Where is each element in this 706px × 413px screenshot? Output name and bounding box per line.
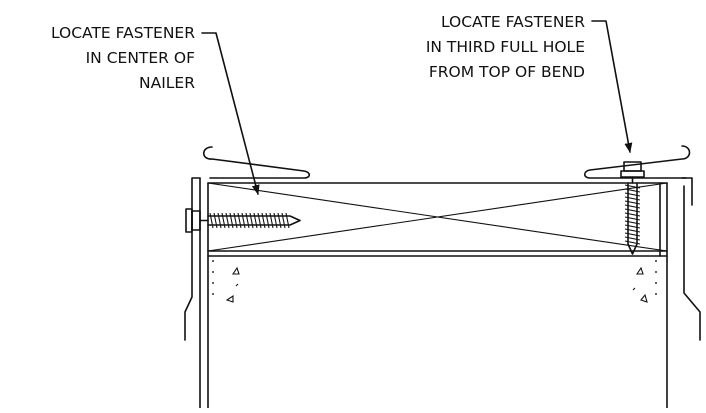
aggregate-mark-5 — [640, 293, 648, 303]
leader-left — [201, 32, 260, 195]
nailer-cross-b — [207, 182, 668, 252]
callout-left-line-2: IN CENTER OF — [86, 49, 195, 67]
aggregate-mark-3 — [235, 283, 239, 287]
aggregate-mark-4 — [635, 266, 644, 275]
coping-flange-right — [683, 185, 701, 341]
callout-left-line-1: LOCATE FASTENER — [51, 24, 195, 42]
leader-right — [591, 20, 633, 153]
screw-left-head — [191, 210, 201, 231]
screw-left-washer — [185, 208, 193, 233]
callout-right-line-3: FROM TOP OF BEND — [429, 63, 585, 81]
aggregate-mark-1 — [231, 266, 240, 275]
nailer — [199, 177, 668, 409]
screw-right-threads — [624, 184, 641, 245]
aggregate-mark-6 — [632, 287, 636, 291]
coping-flange-left — [184, 177, 201, 341]
coping-flange-right-upper — [681, 177, 693, 206]
screw-left — [185, 208, 301, 233]
screw-left-shank — [207, 215, 301, 226]
callout-left-text: LOCATE FASTENER IN CENTER OF NAILER — [51, 24, 195, 92]
callout-right-line-2: IN THIRD FULL HOLE — [426, 38, 585, 56]
aggregate-mark-2 — [225, 294, 234, 303]
callout-left-line-3: NAILER — [139, 74, 195, 92]
clip-hook-right — [583, 145, 691, 179]
clip-hook-left — [202, 146, 311, 179]
screw-right — [620, 161, 645, 255]
callout-right-line-1: LOCATE FASTENER — [441, 13, 585, 31]
screw-right-washer — [620, 170, 645, 178]
screw-right-head — [623, 161, 642, 172]
callout-right-text: LOCATE FASTENER IN THIRD FULL HOLE FROM … — [426, 13, 585, 81]
screw-left-threads — [209, 212, 290, 229]
